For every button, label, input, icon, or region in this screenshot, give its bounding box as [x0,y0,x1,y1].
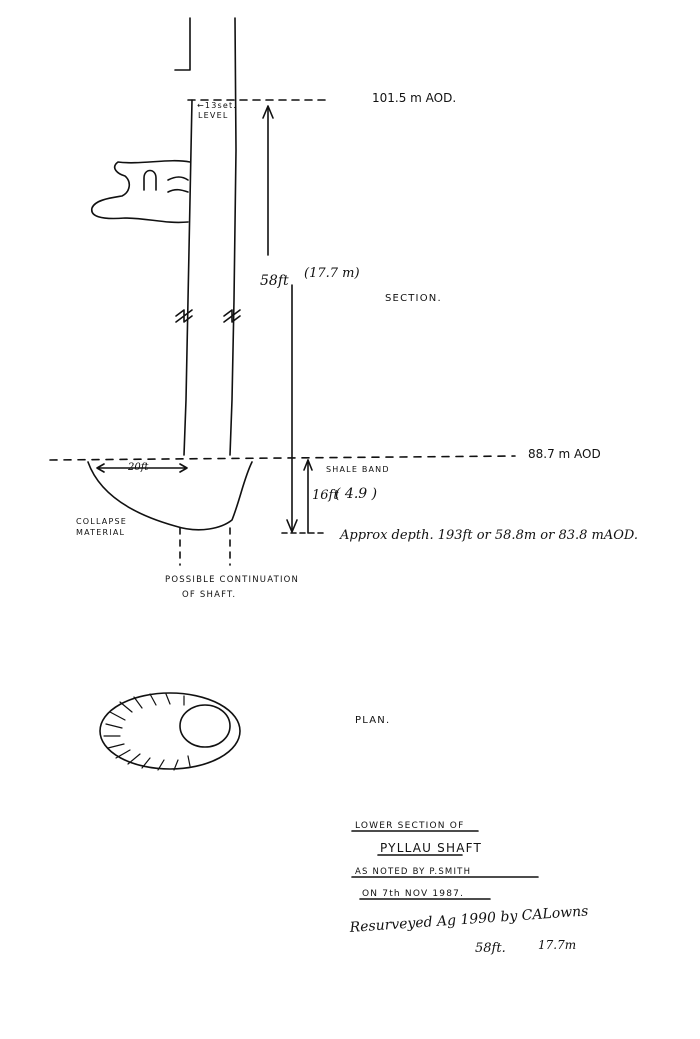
upper-depth-metric: (17.7 m) [304,266,360,281]
band-depth-label: 16ft [312,488,339,503]
title-line1: LOWER SECTION OF [355,821,464,831]
shaft-wall-left [183,99,193,456]
collapse-label-line2: MATERIAL [76,528,125,537]
title-line4: ON 7th NOV 1987. [362,889,464,899]
continuation-label-line2: OF SHAFT. [182,590,236,600]
resurvey-line1: Resurveyed Ag 1990 by CALowns [348,903,589,936]
title-line2: PYLLAU SHAFT [380,841,482,855]
chamber-width-label: 20ft [127,462,149,473]
collapse-chamber [87,461,253,531]
plan-heading: PLAN. [355,715,390,726]
break-mark-right [223,309,241,323]
title-line3: AS NOTED BY P.SMITH [355,867,471,877]
resurvey-metres: 17.7m [538,938,576,952]
cavern-arch [143,169,157,191]
side-cavern [91,159,191,224]
shale-datum-line [49,455,516,461]
plan-shaft-outline [99,692,241,770]
shale-band-label: SHALE BAND [326,465,390,474]
level-label-line1: ←13set. [197,101,237,110]
level-label-line2: LEVEL [198,111,229,120]
continuation-label-line1: POSSIBLE CONTINUATION [165,575,299,585]
resurvey-feet: 58ft. [475,941,506,956]
plan-shaft-opening [179,704,231,748]
section-heading: SECTION. [385,293,442,304]
shale-datum-label: 88.7 m AOD [528,447,601,461]
upper-depth-label: 58ft [260,273,289,289]
chamber-span-arrow [96,463,188,473]
plan-hatching [103,693,191,771]
approx-depth-note: Approx depth. 193ft or 58.8m or 83.8 mAO… [339,528,638,543]
collapse-label-line1: COLLAPSE [76,517,127,526]
shaft-wall-right [229,17,237,456]
upper-wall-left [174,17,191,71]
cavern-hatch [167,176,189,193]
top-datum-label: 101.5 m AOD. [372,91,456,105]
break-mark-left [175,309,193,323]
band-depth-metric: ( 4.9 ) [335,486,377,502]
